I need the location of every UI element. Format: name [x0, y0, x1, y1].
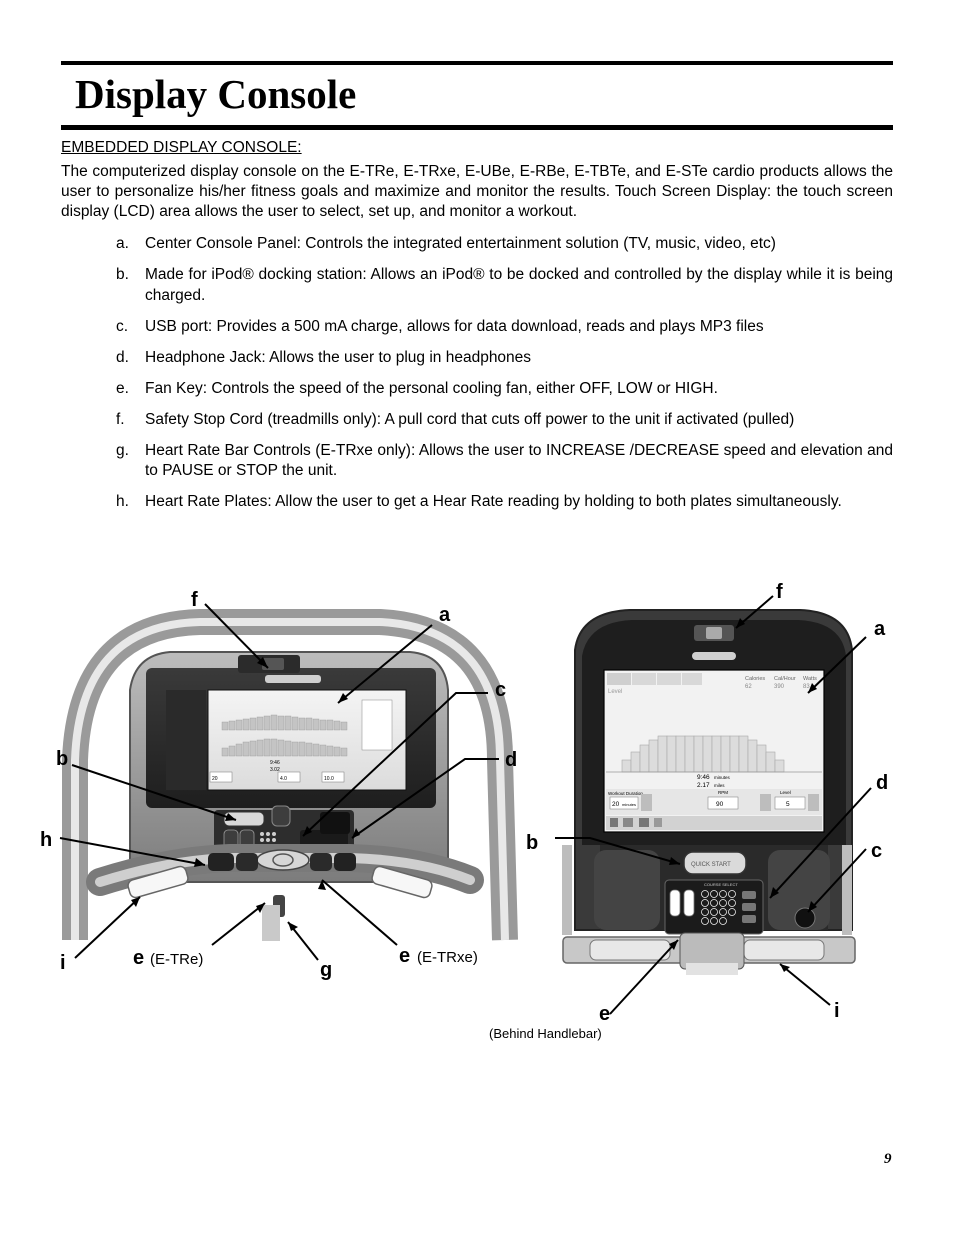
right-callout-e: e — [599, 1003, 610, 1025]
list-item: e. Fan Key: Controls the speed of the per… — [116, 379, 893, 400]
right-course-select: COURSE SELECT — [704, 882, 738, 887]
item-letter: h. — [116, 493, 129, 510]
title-rule-bottom — [61, 125, 893, 130]
item-letter: f. — [116, 410, 125, 428]
left-screen-field1: 20 — [212, 776, 218, 782]
right-header-watts-value: 83 — [803, 684, 810, 690]
intro-paragraph: The computerized display console on the … — [61, 163, 893, 220]
left-note-e-tre: (E-TRe) — [150, 951, 203, 968]
right-dist-unit: miles — [714, 783, 725, 788]
right-level-value: 5 — [786, 801, 790, 808]
item-letter: e. — [116, 379, 129, 397]
list-item: a. Center Console Panel: Controls the int… — [116, 234, 893, 255]
item-letter: a. — [116, 235, 129, 252]
right-callout-b: b — [526, 832, 538, 854]
item-text: Heart Rate Plates: Allow the user to get… — [145, 493, 842, 510]
left-callout-c: c — [495, 679, 506, 701]
list-item: d. Headphone Jack: Allows the user to plu… — [116, 348, 893, 369]
right-header-calhour-value: 390 — [774, 684, 785, 690]
right-level-label: Level — [608, 689, 622, 695]
left-screen-time: 9:46 — [270, 760, 280, 766]
list-item: c. USB port: Provides a 500 mA charge, al… — [116, 317, 893, 338]
right-callout-a: a — [874, 618, 886, 640]
item-text: USB port: Provides a 500 mA charge, allo… — [145, 317, 764, 335]
left-callout-a: a — [439, 604, 451, 626]
right-dist-value: 2.17 — [697, 782, 710, 789]
right-profile-bars — [621, 735, 785, 773]
right-rpm-label: RPM — [718, 790, 728, 795]
left-callout-lines — [59, 603, 499, 961]
list-item: b. Made for iPod® docking station: Allows… — [116, 265, 893, 306]
right-time-unit: minutes — [714, 775, 731, 780]
right-header-calories-label: Calories — [745, 676, 765, 682]
page-number: 9 — [884, 1151, 892, 1167]
item-letter: b. — [116, 266, 129, 283]
right-callout-i: i — [834, 1000, 840, 1022]
list-item: f. Safety Stop Cord (treadmills only): A … — [116, 410, 893, 431]
right-duration-value: 20 — [612, 801, 620, 808]
right-quick-start: QUICK START — [691, 862, 731, 868]
left-callout-e-tre: e — [133, 947, 144, 969]
left-callout-arrowheads — [131, 657, 360, 931]
item-text: Fan Key: Controls the speed of the perso… — [145, 379, 718, 397]
item-text: Made for iPod® docking station: Allows a… — [145, 266, 893, 304]
item-letter: c. — [116, 317, 129, 335]
right-callout-d: d — [876, 772, 888, 794]
item-text: Center Console Panel: Controls the integ… — [145, 235, 776, 252]
right-photo: Calories Cal/Hour Watts 62 390 83 Level … — [562, 609, 856, 975]
left-screen-field3: 10.0 — [324, 776, 334, 782]
item-text: Heart Rate Bar Controls (E-TRxe only): A… — [145, 441, 893, 480]
list-item: g. Heart Rate Bar Controls (E-TRxe only):… — [116, 441, 893, 482]
right-time-value: 9:46 — [697, 774, 710, 781]
right-header-calhour-label: Cal/Hour — [774, 676, 796, 682]
left-photo: 9:46 3.02 20 4.0 10.0 — [56, 609, 518, 941]
right-header-watts-label: Watts — [803, 676, 817, 682]
right-rpm-value: 90 — [716, 801, 724, 808]
right-header-calories-value: 62 — [745, 684, 752, 690]
right-note-behind-handlebar: (Behind Handlebar) — [489, 1026, 602, 1041]
feature-list: a. Center Console Panel: Controls the int… — [116, 234, 893, 523]
section-heading: EMBEDDED DISPLAY CONSOLE: — [61, 139, 302, 156]
left-callout-e-trxe: e — [399, 945, 410, 967]
right-callout-c: c — [871, 840, 882, 862]
right-callout-arrowheads — [669, 618, 817, 972]
left-screen-distance: 3.02 — [270, 767, 280, 773]
list-item: h. Heart Rate Plates: Allow the user to g… — [116, 492, 893, 513]
left-callout-b: b — [56, 748, 68, 770]
item-text: Headphone Jack: Allows the user to plug … — [145, 348, 532, 366]
right-duration-unit: minutes — [622, 802, 636, 807]
right-workout-label: Workout Duration — [608, 791, 643, 796]
left-callout-i: i — [60, 952, 66, 974]
left-callout-g: g — [320, 959, 332, 981]
item-letter: g. — [116, 441, 129, 459]
left-callout-d: d — [505, 749, 517, 771]
right-level-field-label: Level — [780, 790, 791, 795]
left-callout-f: f — [191, 589, 198, 611]
title-rule-top — [61, 61, 893, 65]
left-screen-field2: 4.0 — [280, 776, 287, 782]
item-letter: d. — [116, 348, 129, 366]
left-callout-h: h — [40, 829, 52, 851]
right-callout-lines — [555, 595, 872, 1015]
page-title: Display Console — [75, 71, 357, 117]
left-note-e-trxe: (E-TRxe) — [417, 949, 478, 966]
item-text: Safety Stop Cord (treadmills only): A pu… — [145, 410, 795, 428]
right-callout-f: f — [776, 581, 783, 603]
